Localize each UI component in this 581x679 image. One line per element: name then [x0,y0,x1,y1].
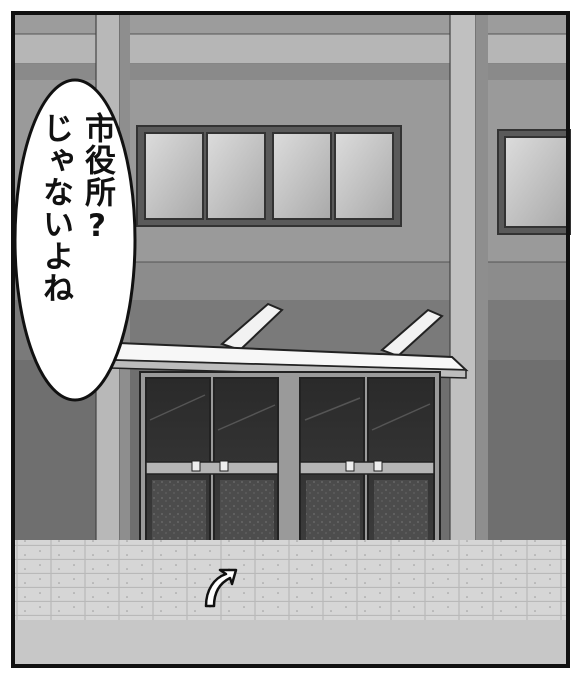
motion-arrow-icon [204,568,238,608]
door-left-pair [145,377,279,557]
speech-line-1: 市役所? [79,112,115,245]
door-right-pair [299,377,435,557]
upper-windows [136,125,571,235]
glass-entrance-doors [139,371,441,563]
speech-line-2: じゃないよね [37,112,73,304]
panel-border [11,11,570,668]
pavement [14,540,567,665]
speech-text: 市役所? じゃないよね [30,112,122,358]
